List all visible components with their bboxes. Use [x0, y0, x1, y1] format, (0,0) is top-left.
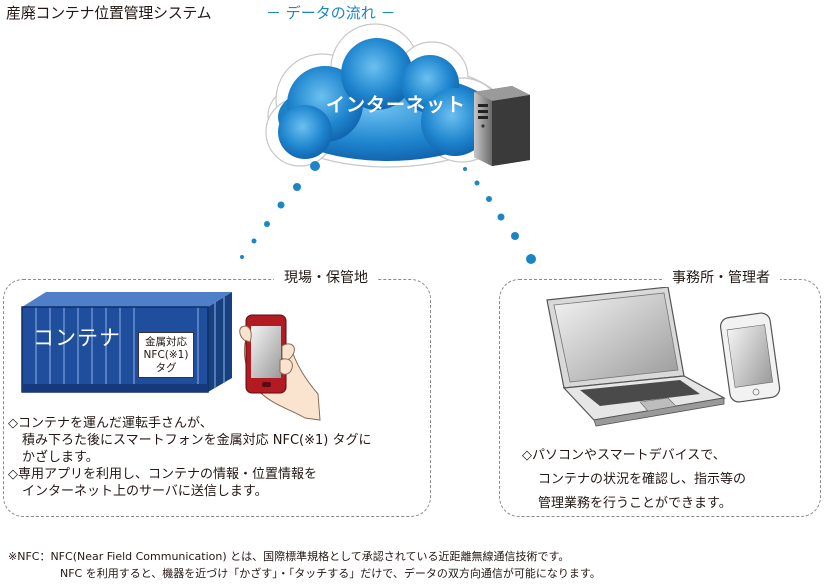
desc-line: コンテナの状況を確認し、指示等の [538, 472, 747, 487]
smartphone-white-icon [719, 312, 781, 403]
laptop-icon [546, 286, 726, 427]
page-subtitle: － データの流れ － [266, 4, 396, 22]
cloud-label: インターネット [326, 94, 467, 116]
footnote-line: ※NFC：NFC(Near Field Communication) とは、国際… [8, 550, 570, 563]
server-icon [474, 86, 530, 166]
desc-line: かざします。 [22, 450, 99, 465]
dotted-link-right [463, 167, 536, 264]
smartphone-icon [239, 314, 321, 421]
tag-line: タグ [155, 362, 177, 374]
footnote: ※NFC：NFC(Near Field Communication) とは、国際… [8, 548, 601, 582]
page-title: 産廃コンテナ位置管理システム [6, 4, 212, 22]
site-panel-title: 現場・保管地 [274, 269, 378, 287]
desc-line: インターネット上のサーバに送信します。 [22, 484, 268, 499]
desc-line: 管理業務を行うことができます。 [538, 496, 732, 511]
container-label: コンテナ [33, 326, 121, 350]
tag-line: NFC(※1) [143, 349, 189, 361]
tag-line: 金属対応 [145, 336, 187, 348]
office-panel [499, 279, 821, 517]
cloud-icon [265, 23, 509, 168]
nfc-tag-label: 金属対応 NFC(※1) タグ [138, 332, 194, 378]
footnote-line: NFC を利用すると、機器を近づけ「かざす」・「タッチする」だけで、データの双方… [60, 567, 601, 580]
site-description: ◇コンテナを運んだ運転手さんが、 積み下ろた後にスマートフォンを金属対応 NFC… [8, 415, 371, 500]
desc-line: 積み下ろた後にスマートフォンを金属対応 NFC(※1) タグに [22, 433, 372, 448]
desc-line: ◇専用アプリを利用し、コンテナの情報・位置情報を [8, 467, 317, 482]
site-panel [3, 279, 431, 517]
office-panel-title: 事務所・管理者 [662, 269, 780, 287]
office-description: ◇パソコンやスマートデバイスで、 コンテナの状況を確認し、指示等の 管理業務を行… [522, 444, 746, 516]
desc-line: ◇コンテナを運んだ運転手さんが、 [8, 416, 213, 431]
desc-line: ◇パソコンやスマートデバイスで、 [522, 448, 726, 463]
dotted-link-left [240, 161, 320, 259]
